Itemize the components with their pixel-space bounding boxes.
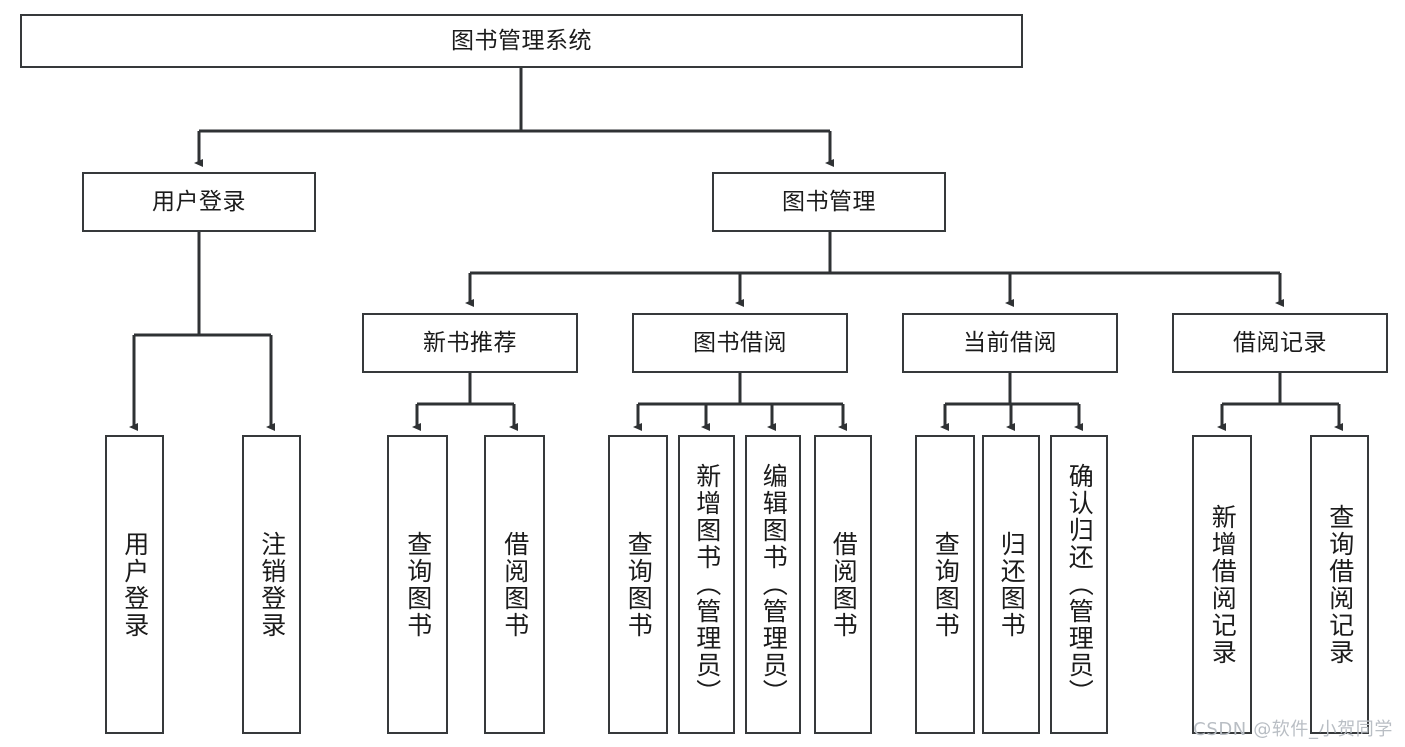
node-root-system[interactable]: 图书管理系统 [20,14,1023,68]
node-current-borrow[interactable]: 当前借阅 [902,313,1118,373]
node-label: 查询借阅记录 [1325,503,1355,666]
node-borrow-record[interactable]: 借阅记录 [1172,313,1388,373]
node-label: 查询图书 [624,530,654,639]
node-label: 图书管理系统 [451,27,592,54]
node-leaf-edit-book[interactable]: 编辑图书（管理员） [745,435,801,734]
node-leaf-confirm-return[interactable]: 确认归还（管理员） [1050,435,1108,734]
node-user-login[interactable]: 用户登录 [82,172,316,232]
node-leaf-add-book[interactable]: 新增图书（管理员） [678,435,735,734]
node-leaf-query-book-3[interactable]: 查询图书 [915,435,975,734]
node-leaf-logout-login[interactable]: 注销登录 [242,435,301,734]
node-leaf-borrow-book-1[interactable]: 借阅图书 [484,435,545,734]
node-label: 借阅图书 [829,530,859,639]
node-book-borrow[interactable]: 图书借阅 [632,313,848,373]
node-book-manage[interactable]: 图书管理 [712,172,946,232]
node-new-book-rec[interactable]: 新书推荐 [362,313,578,373]
node-label: 用户登录 [152,188,246,215]
node-leaf-return-book[interactable]: 归还图书 [982,435,1040,734]
node-label: 新增图书（管理员） [692,463,722,706]
node-label: 查询图书 [931,530,961,639]
node-label: 图书管理 [782,188,876,215]
node-label: 新增借阅记录 [1208,503,1238,666]
node-label: 确认归还（管理员） [1065,463,1095,706]
node-leaf-add-record[interactable]: 新增借阅记录 [1192,435,1252,734]
node-leaf-query-book-2[interactable]: 查询图书 [608,435,668,734]
node-leaf-query-record[interactable]: 查询借阅记录 [1310,435,1369,734]
node-label: 注销登录 [257,530,287,639]
node-label: 图书借阅 [693,329,787,356]
node-label: 借阅图书 [500,530,530,639]
node-label: 新书推荐 [423,329,517,356]
node-leaf-query-book-1[interactable]: 查询图书 [387,435,448,734]
node-label: 当前借阅 [963,329,1057,356]
node-label: 用户登录 [120,530,150,639]
node-leaf-borrow-book-2[interactable]: 借阅图书 [814,435,872,734]
node-label: 归还图书 [997,530,1027,639]
csdn-watermark: CSDN @软件_小贺同学 [1193,719,1393,740]
node-label: 查询图书 [403,530,433,639]
node-leaf-user-login[interactable]: 用户登录 [105,435,164,734]
node-label: 编辑图书（管理员） [759,463,789,706]
node-label: 借阅记录 [1233,329,1327,356]
